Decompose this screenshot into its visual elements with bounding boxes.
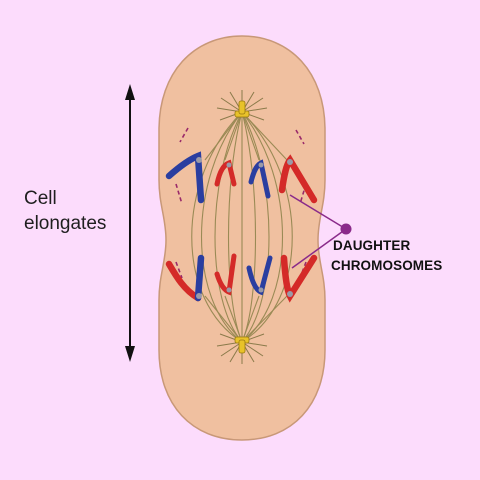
centromere <box>258 287 264 293</box>
arrow-head-up <box>125 84 135 100</box>
cell-elongates-label: Cell elongates <box>24 186 134 236</box>
arrow-head-down <box>125 346 135 362</box>
centromere <box>226 287 232 293</box>
centromere <box>196 293 202 299</box>
centromere <box>287 159 293 165</box>
daughter-chromosomes-line2: CHROMOSOMES <box>331 258 443 273</box>
label-pointer <box>289 194 352 269</box>
chromosome-red <box>165 260 202 302</box>
daughter-chromosomes-line1: DAUGHTER <box>333 238 411 253</box>
chromosomes-upper <box>165 151 318 204</box>
centriole-top <box>234 100 250 118</box>
centriole-bottom <box>234 336 250 354</box>
daughter-chromosomes-label: DAUGHTER CHROMOSOMES <box>331 236 471 276</box>
centromere <box>258 162 264 168</box>
elongation-arrow <box>125 84 135 362</box>
spindle-fibers <box>191 111 293 343</box>
chromosome-blue <box>165 151 205 204</box>
centromere <box>196 157 202 163</box>
pointer-dot <box>340 223 352 235</box>
centromere <box>287 291 293 297</box>
cell-elongates-line2: elongates <box>24 213 107 234</box>
chromosome-blue <box>194 254 205 302</box>
centromere <box>226 162 232 168</box>
chromosomes-lower <box>165 253 318 303</box>
cell-elongates-line1: Cell <box>24 188 57 209</box>
